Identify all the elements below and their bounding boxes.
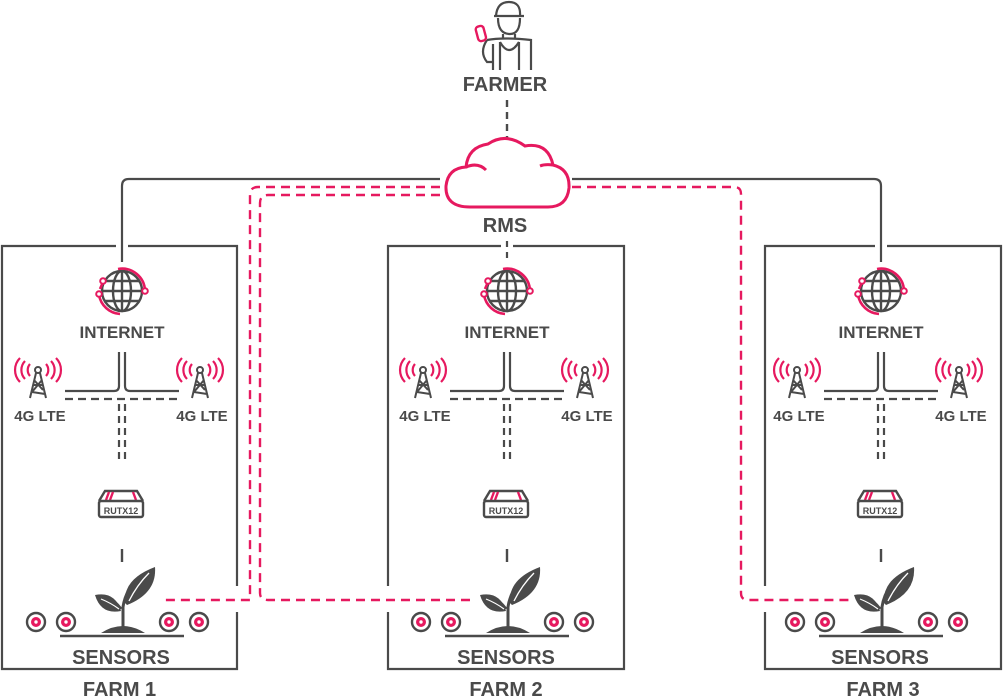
lte-right-label: 4G LTE (935, 408, 986, 425)
globe-icon (94, 267, 150, 316)
farm-box (0, 244, 239, 671)
sensor-icon (25, 611, 47, 633)
sensor-icon (947, 611, 969, 633)
internet-link-right (508, 352, 564, 393)
rms-link-farm2 (258, 193, 470, 602)
lte-right-label: 4G LTE (176, 408, 227, 425)
sensors-label: SENSORS (457, 647, 555, 669)
rms-label: RMS (483, 215, 527, 237)
globe-icon (479, 267, 535, 316)
sensor-icon (410, 611, 432, 633)
cell-tower-icon (175, 356, 225, 400)
farm-label: FARM 2 (469, 679, 542, 699)
farm-label: FARM 3 (846, 679, 919, 699)
farmer-label: FARMER (463, 74, 548, 96)
internet-line-farm1 (120, 177, 440, 262)
farm-box (763, 244, 1003, 671)
lte-left-label: 4G LTE (773, 408, 824, 425)
cell-tower-icon (13, 356, 63, 400)
cell-tower-icon (934, 356, 984, 400)
cell-tower-icon (772, 356, 822, 400)
internet-link-left (450, 352, 506, 393)
sensor-icon (573, 611, 595, 633)
internet-link-left (65, 352, 121, 393)
farmer-icon (474, 0, 533, 70)
sensor-icon (917, 611, 939, 633)
cloud-icon (444, 137, 571, 209)
sensor-icon (188, 611, 210, 633)
sensor-icon (158, 611, 180, 633)
rms-link-farm1 (160, 185, 440, 602)
sensor-icon (784, 611, 806, 633)
plant-icon (93, 565, 157, 635)
router-label: RUTX12 (104, 506, 139, 516)
internet-link-right (123, 352, 179, 393)
sensor-icon (543, 611, 565, 633)
internet-label: INTERNET (839, 323, 925, 342)
internet-label: INTERNET (80, 323, 166, 342)
plant-icon (852, 565, 916, 635)
sensor-icon (55, 611, 77, 633)
cell-tower-icon (398, 356, 448, 400)
internet-line-farm3 (572, 177, 883, 262)
lte-router-link (876, 404, 886, 460)
lte-left-label: 4G LTE (14, 408, 65, 425)
sensors-label: SENSORS (831, 647, 929, 669)
lte-right-label: 4G LTE (561, 408, 612, 425)
farm-box (386, 244, 626, 671)
internet-label: INTERNET (465, 323, 551, 342)
internet-link-left (824, 352, 880, 393)
sensors-label: SENSORS (72, 647, 170, 669)
cell-tower-icon (560, 356, 610, 400)
sensor-icon (440, 611, 462, 633)
globe-icon (853, 267, 909, 316)
lte-router-link (502, 404, 512, 460)
farm-label: FARM 1 (83, 679, 156, 699)
lte-router-link (117, 404, 127, 460)
router-label: RUTX12 (489, 506, 524, 516)
rms-link-farm3 (572, 185, 850, 602)
lte-left-label: 4G LTE (399, 408, 450, 425)
plant-icon (478, 565, 542, 635)
internet-link-right (882, 352, 938, 393)
router-label: RUTX12 (863, 506, 898, 516)
sensor-icon (814, 611, 836, 633)
